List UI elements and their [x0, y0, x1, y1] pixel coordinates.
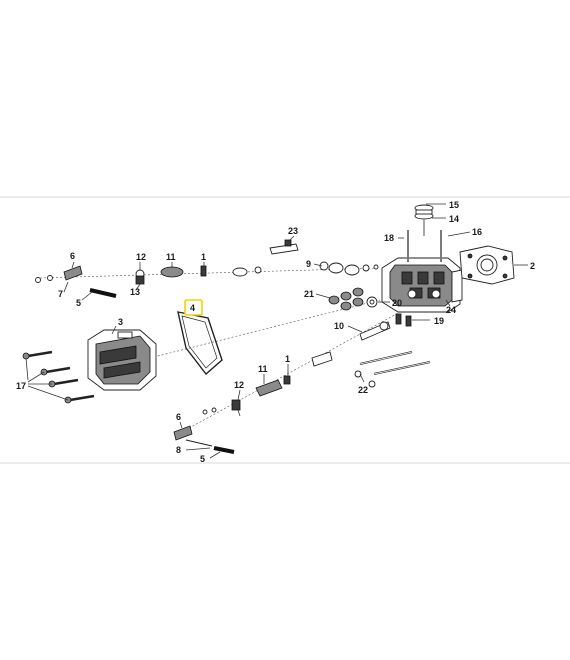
callout-21: 21 [304, 289, 314, 299]
callout-7: 7 [58, 289, 63, 299]
callout-8: 8 [176, 445, 181, 455]
assembly-axis-lower-shaft [181, 311, 401, 433]
callout-20: 20 [392, 298, 402, 308]
callout-5-upper: 5 [76, 298, 81, 308]
callout-6-lower: 6 [176, 412, 181, 422]
assembly-axis-upper-shaft [39, 267, 381, 279]
cylinder-head [381, 257, 463, 313]
upper-rocker-assembly [35, 265, 262, 298]
callout-9: 9 [306, 259, 311, 269]
callout-12-upper: 12 [136, 252, 146, 262]
callout-2: 2 [530, 261, 535, 271]
callout-22: 22 [358, 385, 368, 395]
assembly-axis-cover [149, 299, 381, 359]
long-studs [354, 351, 431, 388]
callout-19: 19 [434, 316, 444, 326]
callout-5-lower: 5 [200, 454, 205, 464]
callout-23: 23 [288, 226, 298, 236]
callout-16: 16 [472, 227, 482, 237]
callout-18: 18 [384, 233, 394, 243]
callout-6-upper: 6 [70, 251, 75, 261]
callout-17: 17 [16, 381, 26, 391]
cover-gasket [177, 311, 223, 376]
callout-labels: 15 14 16 18 2 23 9 21 20 10 19 24 22 3 1… [16, 200, 535, 464]
callout-4-highlight-box [184, 299, 203, 316]
intake-manifold [459, 245, 515, 285]
washers-and-nuts [414, 204, 434, 236]
callout-11-upper: 11 [166, 252, 176, 262]
stud-bolts [407, 230, 442, 262]
callout-10: 10 [334, 321, 344, 331]
leader-lines [25, 203, 528, 459]
callout-3: 3 [118, 317, 123, 327]
callout-15: 15 [449, 200, 459, 210]
callout-1-lower: 1 [285, 354, 290, 364]
callout-1-upper: 1 [201, 252, 206, 262]
callout-12-lower: 12 [234, 380, 244, 390]
callout-11-lower: 11 [258, 364, 268, 374]
cover-bolts [22, 350, 95, 404]
cylinder-head-cover [87, 329, 157, 391]
callout-13: 13 [130, 287, 140, 297]
callout-14: 14 [449, 214, 459, 224]
small-parts-row [328, 287, 412, 341]
lower-rocker-assembly [173, 351, 333, 454]
callout-4: 4 [190, 303, 195, 313]
callout-24: 24 [446, 305, 456, 315]
camshaft-upper [269, 239, 379, 276]
